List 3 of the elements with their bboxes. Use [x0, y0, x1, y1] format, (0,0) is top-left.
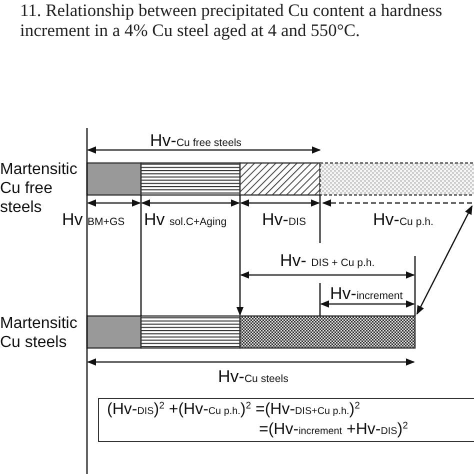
row-label: Martensitic Cu steels	[0, 314, 78, 352]
equation-box	[98, 398, 474, 442]
figure-caption: 11. Relationship between precipitated Cu content a hardness increment in a 4% Cu steel aged at 4 and 550°C.	[20, 0, 444, 40]
